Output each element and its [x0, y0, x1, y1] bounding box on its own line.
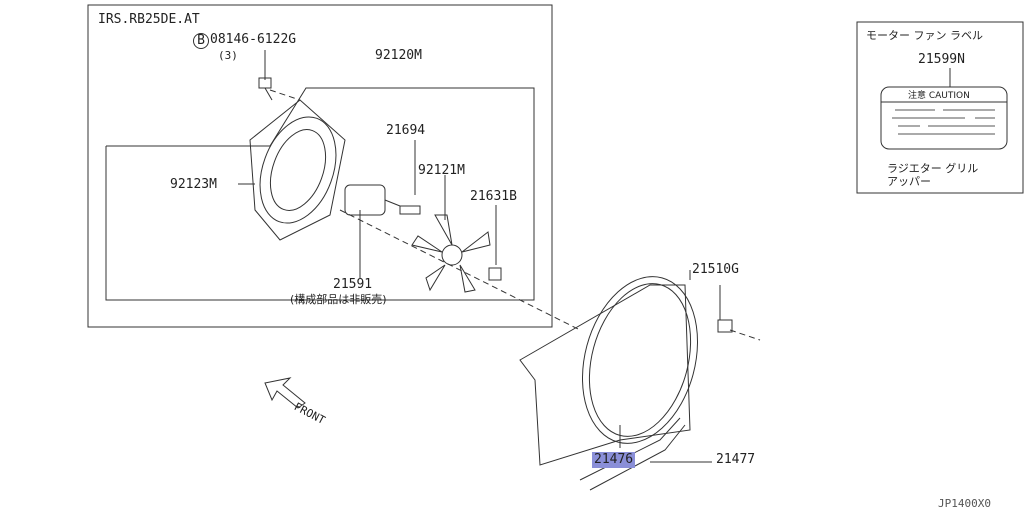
radiator-shroud-icon — [519, 276, 699, 466]
part-label-21599N[interactable]: 21599N — [918, 52, 965, 67]
front-arrow-icon — [264, 377, 306, 409]
fan-shroud-icon — [249, 99, 346, 241]
inset-frame — [87, 4, 553, 328]
bolt-icon — [258, 77, 273, 101]
inset-title: IRS.RB25DE.AT — [98, 12, 200, 27]
caution-label-icon — [880, 86, 1008, 150]
label-box-frame — [856, 21, 1024, 194]
part-label-21591[interactable]: 21591 — [333, 277, 373, 292]
part-label-21631B[interactable]: 21631B — [470, 189, 517, 204]
label-box-footer-2: アッパー — [887, 175, 931, 188]
bolt-symbol: B — [193, 33, 209, 49]
part-label-21694[interactable]: 21694 — [386, 123, 426, 138]
clip-bolt-icon — [717, 285, 733, 333]
part-label-92123M[interactable]: 92123M — [170, 177, 217, 192]
caution-text: 注意 CAUTION — [908, 91, 970, 101]
part-label-92121M[interactable]: 92121M — [418, 163, 465, 178]
diagram-code: JP1400X0 — [938, 497, 991, 510]
screw-icon — [399, 205, 421, 215]
bolt-quantity: (3) — [218, 49, 238, 62]
part-label-92120M[interactable]: 92120M — [375, 48, 422, 63]
not-sold-note: (構成部品は非販売) — [290, 293, 387, 306]
part-label-08146-6122G[interactable]: 08146-6122G — [210, 32, 297, 47]
part-label-21476[interactable]: 21476 — [592, 452, 636, 468]
fan-blade-icon — [411, 214, 491, 293]
part-label-21477[interactable]: 21477 — [716, 452, 756, 467]
label-box-title: モーター ファン ラベル — [866, 29, 983, 42]
label-box-footer-1: ラジエター グリル — [887, 162, 979, 175]
nut-icon — [488, 267, 502, 281]
fan-motor-icon — [344, 184, 401, 216]
part-label-21510G[interactable]: 21510G — [692, 262, 739, 277]
